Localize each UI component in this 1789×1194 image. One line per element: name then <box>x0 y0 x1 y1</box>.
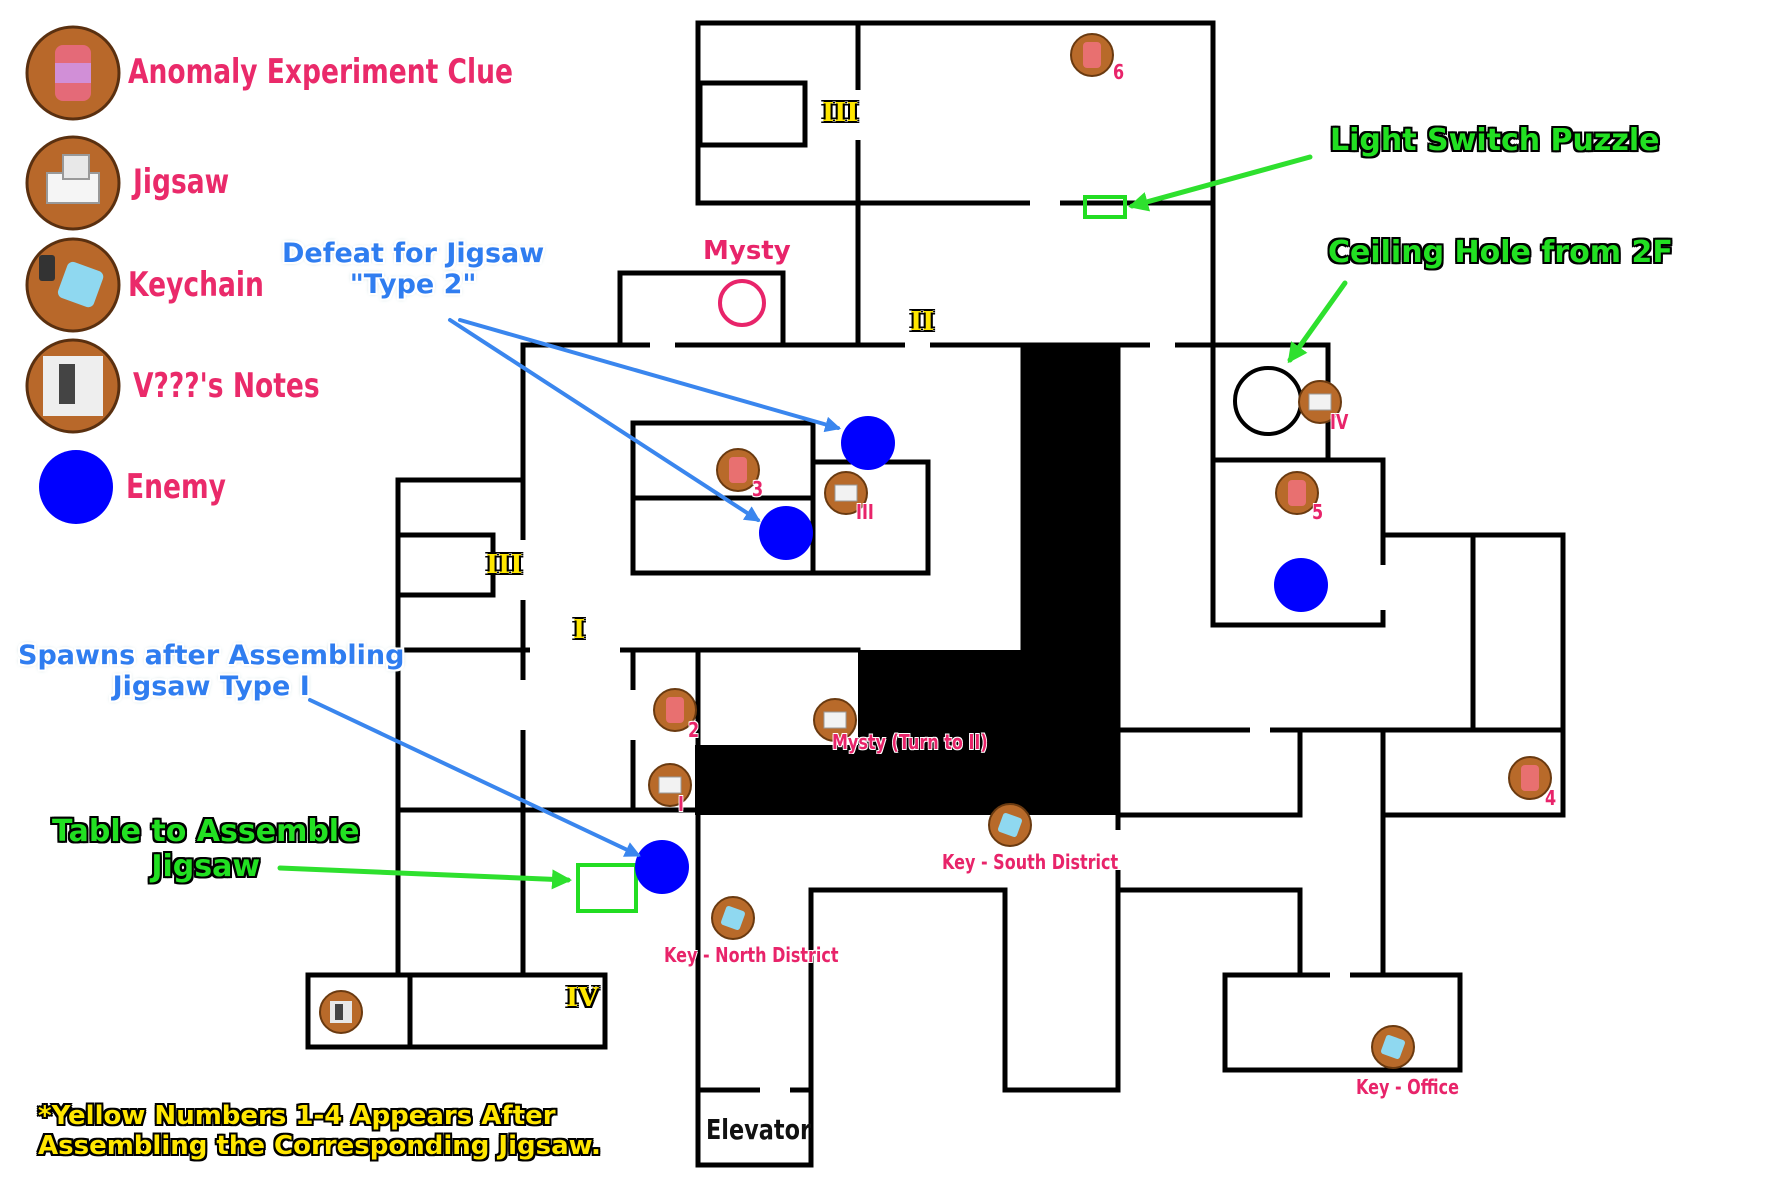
key-label: Key - Office <box>1356 1075 1459 1099</box>
jigsaw-markers <box>648 380 1342 807</box>
legend-label: Anomaly Experiment Clue <box>128 52 513 92</box>
spawns-label: Spawns after Assembling Jigsaw Type I <box>18 640 404 702</box>
legend-item-anomaly-clue: Anomaly Experiment Clue <box>128 52 622 92</box>
key-label: Key - North District <box>664 943 839 967</box>
footnote-line-1: *Yellow Numbers 1-4 Appears After <box>38 1101 556 1131</box>
dark-corridor-vertical <box>1023 345 1118 815</box>
mysty-circle <box>718 279 766 327</box>
clue-number: 2 <box>688 718 700 742</box>
table-line-2: Jigsaw <box>151 848 261 884</box>
footnote: *Yellow Numbers 1-4 Appears After Assemb… <box>38 1101 601 1162</box>
clue-number: 5 <box>1312 500 1324 524</box>
defeat-line-1: Defeat for Jigsaw <box>282 238 545 269</box>
yellow-numeral: II <box>910 307 935 337</box>
legend-label: Jigsaw <box>133 162 230 202</box>
legend-label: Enemy <box>126 467 226 507</box>
clue-markers <box>653 33 1552 800</box>
key-label: Key - South District <box>942 850 1119 874</box>
clue-number: 6 <box>1113 60 1125 84</box>
notes-icon <box>25 338 121 434</box>
ceiling-hole-label: Ceiling Hole from 2F <box>1328 235 1673 270</box>
enemy-dot <box>1274 558 1328 612</box>
light-switch-label: Light Switch Puzzle <box>1330 123 1660 158</box>
elevator-room-label: Elevator <box>706 1113 812 1146</box>
jigsaw-icon <box>25 135 121 231</box>
wall-lines <box>305 20 1566 1168</box>
door-gaps <box>519 90 1387 1094</box>
mysty-turn-label: Mysty (Turn to II) <box>832 730 988 754</box>
assembly-table-box <box>576 863 638 913</box>
ceiling-hole-circle <box>1233 366 1303 436</box>
yellow-numeral: III <box>822 98 859 128</box>
yellow-numeral: IV <box>566 983 599 1013</box>
dark-corridor-step <box>858 650 1028 750</box>
yellow-numeral: III <box>486 550 523 580</box>
enemy-dot <box>759 506 813 560</box>
jigsaw-numeral: III <box>856 500 874 524</box>
legend-label: V???'s Notes <box>133 366 320 406</box>
enemy-dot <box>635 840 689 894</box>
notes-marker <box>319 990 363 1034</box>
legend-item-notes: V???'s Notes <box>133 366 372 406</box>
dark-corridor-horizontal <box>695 745 1120 815</box>
mysty-label: Mysty <box>703 236 791 266</box>
legend-item-enemy: Enemy <box>126 467 254 507</box>
anomaly-clue-icon <box>25 25 121 121</box>
table-line-1: Table to Assemble <box>52 814 360 849</box>
enemy-dot-icon <box>39 450 113 524</box>
legend-icons <box>25 25 121 524</box>
defeat-line-2: "Type 2" <box>349 269 477 301</box>
clue-number: 4 <box>1545 786 1557 810</box>
legend-item-jigsaw: Jigsaw <box>133 162 256 202</box>
annotation-arrows <box>277 154 1348 890</box>
keychain-icon <box>25 237 121 333</box>
clue-number: 3 <box>752 477 764 501</box>
jigsaw-numeral: IV <box>1330 410 1349 434</box>
light-switch-box <box>1083 195 1127 219</box>
legend-item-keychain: Keychain <box>128 265 302 305</box>
footnote-line-2: Assembling the Corresponding Jigsaw. <box>38 1130 601 1161</box>
keychain-markers <box>711 803 1415 1069</box>
enemy-dot <box>841 416 895 470</box>
defeat-for-jigsaw-label: Defeat for Jigsaw "Type 2" <box>282 238 544 300</box>
spawns-line-2: Jigsaw Type I <box>112 671 310 703</box>
table-label: Table to Assemble Jigsaw <box>52 814 360 884</box>
legend-label: Keychain <box>128 265 264 305</box>
spawns-line-1: Spawns after Assembling <box>18 640 405 671</box>
jigsaw-numeral: I <box>678 792 684 816</box>
yellow-numeral: I <box>573 615 586 645</box>
